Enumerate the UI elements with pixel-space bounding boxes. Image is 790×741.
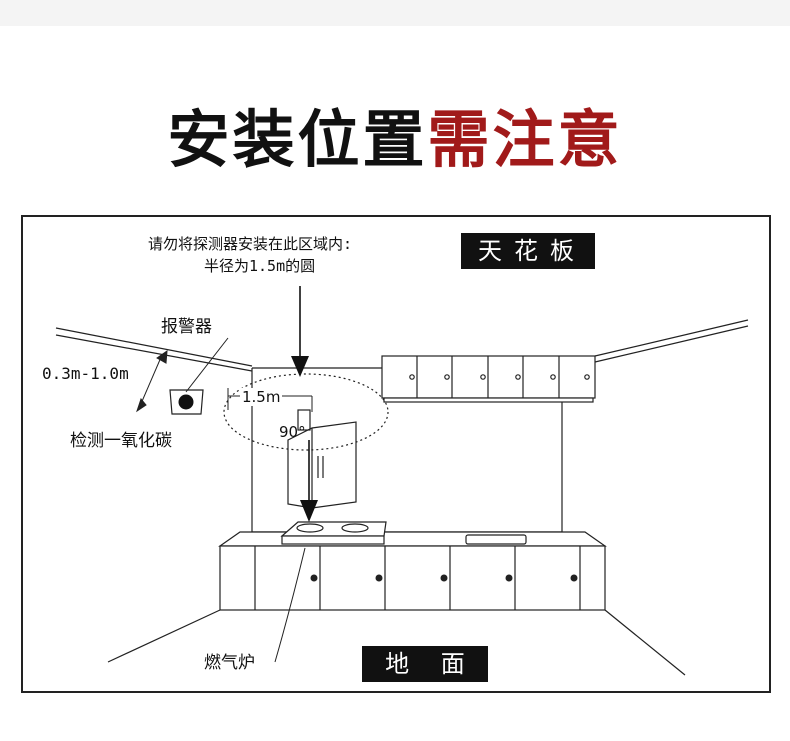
page-title: 安装位置需注意 [0,104,790,176]
height-range-label: 0.3m-1.0m [42,364,129,383]
angle-label: 90° [279,423,306,441]
detector-label: 检测一氧化碳 [70,431,172,451]
diagram-frame [21,215,771,693]
instruction-line-2: 半径为1.5m的圆 [204,257,316,275]
stove-label: 燃气炉 [204,653,255,673]
ceiling-tag: 天花板 [461,233,595,269]
lower-cabinets [218,531,607,611]
floor-tag: 地 面 [362,646,488,682]
alarm-device [169,389,204,415]
ceiling-line-right-2 [594,325,749,363]
gas-stove [280,521,387,545]
title-black-part: 安装位置 [167,103,428,176]
radius-label: 1.5m [240,388,283,406]
floor-line-right [604,609,686,676]
ceiling-line-left-2 [55,334,253,372]
ceiling-line-left [55,327,253,367]
height-dimension [136,349,168,413]
top-band [0,0,790,26]
alarm-label: 报警器 [161,317,212,337]
instruction-line-1: 请勿将探测器安装在此区域内: [148,235,353,253]
floor-line-left [107,609,221,663]
stove-leader [274,547,306,663]
ceiling-line-right [594,319,749,357]
upper-cabinets [381,355,596,403]
title-red-part: 需注意 [427,103,623,176]
alarm-leader [185,337,229,393]
cabinet-knobs [310,574,578,582]
no-install-zone [223,373,389,451]
